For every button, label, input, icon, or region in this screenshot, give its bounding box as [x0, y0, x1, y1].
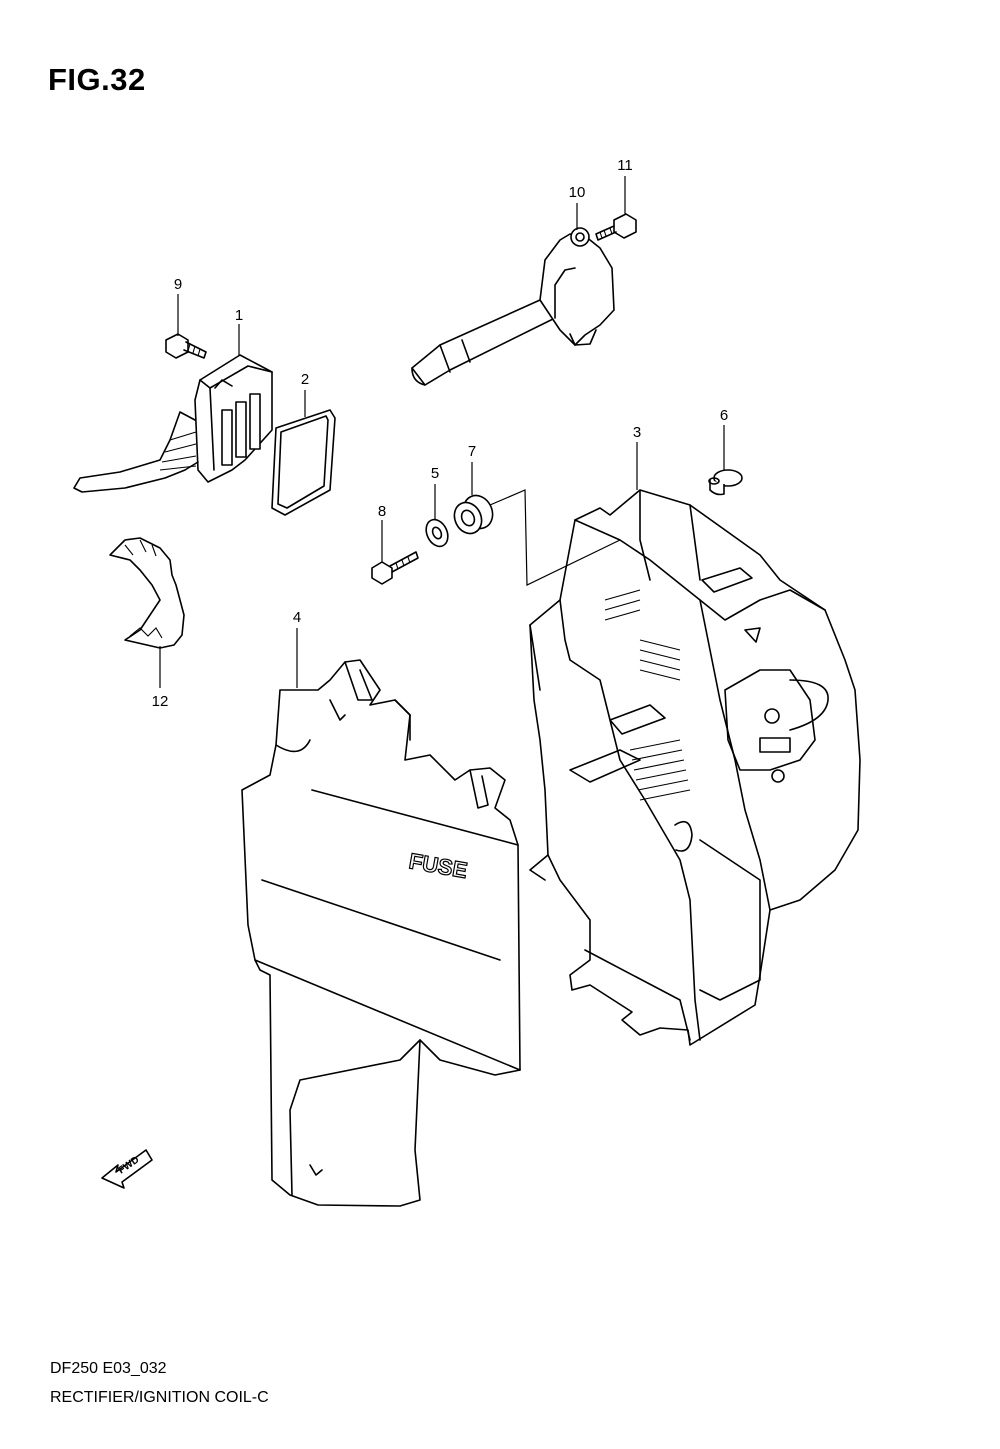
- grommet-part: [453, 494, 494, 535]
- rectifier-part: [73, 354, 273, 493]
- collar-part: [708, 469, 743, 496]
- model-code: DF250 E03_032: [50, 1360, 167, 1377]
- callout-10: 10: [569, 184, 586, 201]
- clip-part: [109, 537, 185, 649]
- bracket-box-part: [529, 489, 861, 1046]
- figure-caption: RECTIFIER/IGNITION COIL-C: [50, 1389, 269, 1406]
- callout-leaders: [159, 176, 725, 688]
- bolt-11-part: [595, 213, 637, 241]
- gasket-part: [271, 409, 336, 516]
- callout-4: 4: [293, 609, 301, 626]
- fwd-arrow-icon: FWD: [101, 1149, 153, 1189]
- washer-part: [425, 518, 449, 548]
- callout-8: 8: [378, 503, 386, 520]
- bolt-9-part: [165, 333, 207, 359]
- callout-11: 11: [617, 157, 633, 174]
- callout-6: 6: [720, 407, 728, 424]
- fuse-cover-part: FUSE: [241, 659, 521, 1207]
- callout-7: 7: [468, 443, 476, 460]
- callout-1: 1: [235, 307, 243, 324]
- figure-title: FIG.32: [48, 62, 146, 97]
- callout-12: 12: [152, 693, 169, 710]
- callout-9: 9: [174, 276, 182, 293]
- callout-2: 2: [301, 371, 309, 388]
- ignition-coil-part: [411, 227, 615, 386]
- callout-5: 5: [431, 465, 439, 482]
- bolt-8-part: [371, 551, 419, 585]
- callout-3: 3: [633, 424, 641, 441]
- grommet-leader-line: [489, 489, 621, 586]
